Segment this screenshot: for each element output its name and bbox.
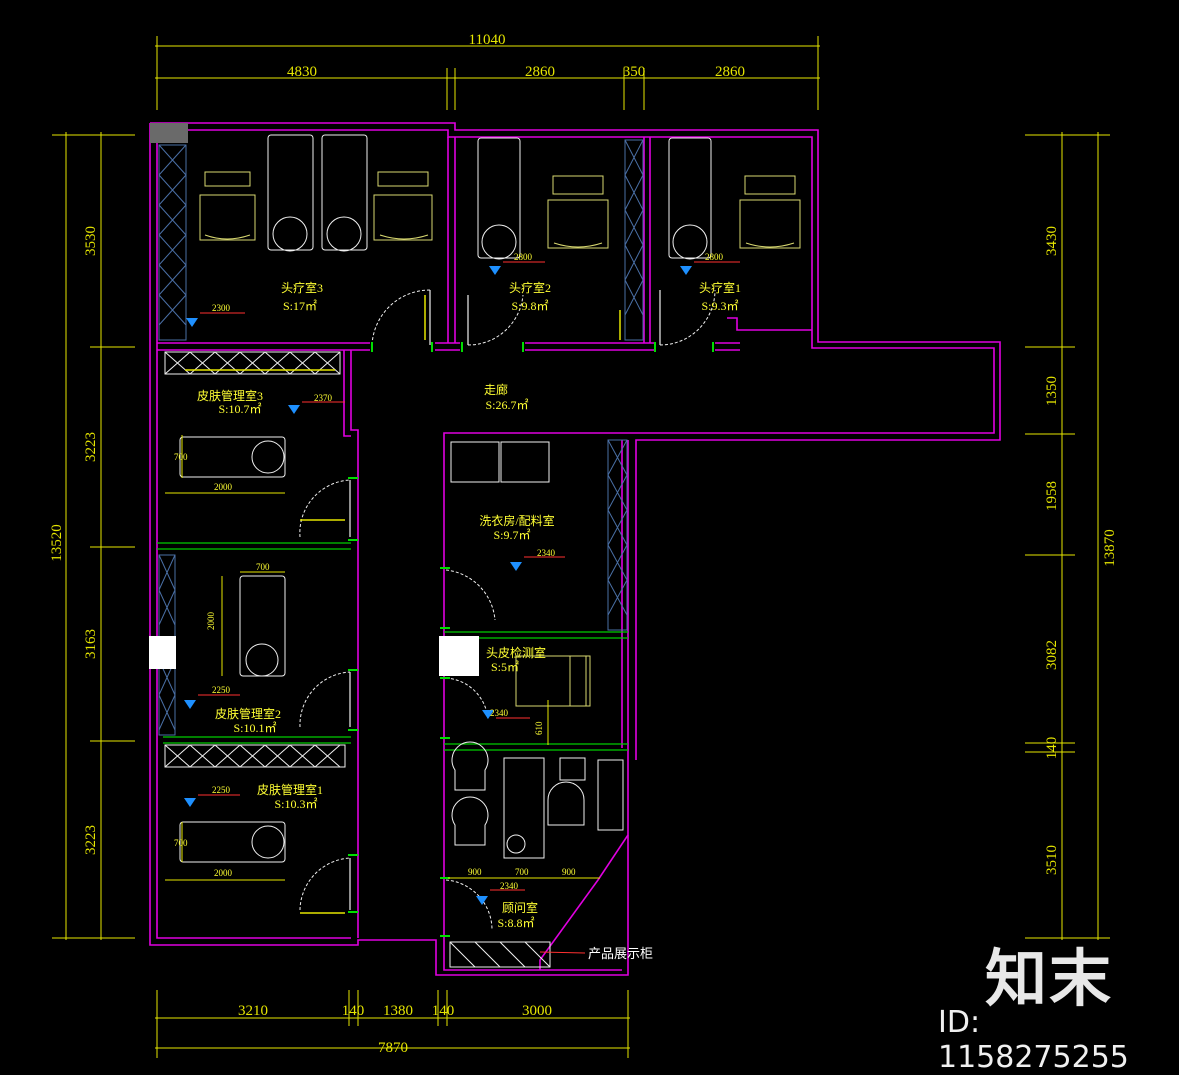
door-leaves bbox=[349, 290, 661, 910]
dim-right-seg-6: 3510 bbox=[1044, 845, 1060, 875]
watermark-logo: 知末 bbox=[985, 942, 1114, 1015]
dim-bottom-seg-3: 1380 bbox=[383, 1003, 413, 1019]
room-name-corridor: 走廊 bbox=[484, 382, 508, 397]
ceiling-markers bbox=[184, 266, 692, 905]
room-area-laundry: S:9.7㎡ bbox=[493, 528, 530, 542]
callout-display-cabinet: 产品展示柜 bbox=[588, 947, 653, 962]
dim-right-seg-5: 140 bbox=[1044, 737, 1060, 760]
green-partitions bbox=[157, 542, 628, 751]
room-area-head-3: S:17㎡ bbox=[283, 299, 317, 313]
furn-dim-2: 2000 bbox=[214, 482, 233, 492]
furn-dim-6: 2000 bbox=[214, 868, 233, 878]
room-name-skin-3: 皮肤管理室3 bbox=[197, 388, 263, 403]
room-area-head-1: S:9.3㎡ bbox=[701, 299, 738, 313]
room-name-skin-2: 皮肤管理室2 bbox=[215, 706, 281, 721]
dim-right-seg-3: 1958 bbox=[1044, 481, 1060, 511]
yellow-ledges bbox=[185, 295, 621, 914]
dim-bottom-seg-4: 140 bbox=[432, 1003, 455, 1019]
room-name-scalp-test: 头皮检测室 bbox=[486, 645, 546, 660]
skin-beds bbox=[179, 436, 286, 863]
dim-left-seg-2: 3223 bbox=[83, 432, 99, 462]
furn-dim-9: 900 bbox=[562, 867, 576, 877]
dim-top-seg-2: 2860 bbox=[525, 64, 555, 80]
room-area-corridor: S:26.7㎡ bbox=[485, 398, 528, 412]
chairs bbox=[199, 171, 801, 707]
dim-right-seg-2: 1350 bbox=[1044, 376, 1060, 406]
bottom-dimensions bbox=[155, 990, 630, 1058]
ceiling-height-5: 2340 bbox=[537, 548, 556, 558]
ceiling-marker-lines bbox=[198, 261, 740, 891]
ceiling-height-2: 2800 bbox=[514, 252, 533, 262]
ceiling-height-7: 2250 bbox=[212, 785, 231, 795]
room-area-scalp-test: S:5㎡ bbox=[491, 660, 519, 674]
column-block bbox=[150, 123, 188, 143]
room-name-head-2: 头疗室2 bbox=[509, 280, 551, 295]
ceiling-height-3: 2800 bbox=[705, 252, 724, 262]
ceiling-height-9: 2340 bbox=[500, 881, 519, 891]
room-area-skin-2: S:10.1㎡ bbox=[233, 721, 276, 735]
room-area-skin-3: S:10.7㎡ bbox=[218, 402, 261, 416]
dim-bottom-seg-5: 3000 bbox=[522, 1003, 552, 1019]
dim-top-total: 11040 bbox=[469, 32, 506, 48]
ceiling-height-6: 2250 bbox=[212, 685, 231, 695]
top-cabinet-strips bbox=[164, 351, 346, 768]
callout-leader bbox=[539, 951, 586, 954]
furn-dim-7: 900 bbox=[468, 867, 482, 877]
head-room-3-furniture bbox=[267, 134, 368, 252]
head-room-1-furniture bbox=[668, 137, 712, 260]
room-name-head-3: 头疗室3 bbox=[281, 280, 323, 295]
ceiling-height-4: 2370 bbox=[314, 393, 333, 403]
head-room-2-furniture bbox=[477, 137, 521, 260]
room-name-skin-1: 皮肤管理室1 bbox=[257, 782, 323, 797]
room-name-head-1: 头疗室1 bbox=[699, 280, 741, 295]
watermark-id: ID: 1158275255 bbox=[938, 1005, 1129, 1075]
furn-dim-4: 2000 bbox=[206, 612, 216, 631]
laundry-machines bbox=[450, 441, 550, 483]
dim-bottom-total: 7870 bbox=[378, 1040, 408, 1056]
dim-top-seg-3: 350 bbox=[623, 64, 646, 80]
dim-top-seg-4: 2860 bbox=[715, 64, 745, 80]
left-dimensions bbox=[52, 132, 135, 940]
dim-top-seg-1: 4830 bbox=[287, 64, 317, 80]
walls bbox=[149, 122, 1001, 976]
dim-left-seg-4: 3223 bbox=[83, 825, 99, 855]
furn-dim-3: 700 bbox=[256, 562, 270, 572]
dim-right-total: 13870 bbox=[1102, 529, 1118, 567]
furn-dim-8: 700 bbox=[515, 867, 529, 877]
top-dimensions bbox=[155, 36, 820, 110]
window-center bbox=[439, 636, 479, 676]
dim-left-seg-1: 3530 bbox=[83, 226, 99, 256]
dim-right-seg-4: 3082 bbox=[1044, 640, 1060, 670]
room-area-skin-1: S:10.3㎡ bbox=[274, 797, 317, 811]
furn-dim-10: 610 bbox=[534, 721, 544, 735]
dim-left-seg-3: 3163 bbox=[83, 629, 99, 659]
dim-left-total: 13520 bbox=[49, 524, 65, 562]
window-left bbox=[149, 636, 176, 669]
dim-bottom-seg-2: 140 bbox=[342, 1003, 365, 1019]
dim-right-seg-1: 3430 bbox=[1044, 226, 1060, 256]
furniture-dim-lines bbox=[165, 435, 600, 881]
ceiling-height-8: 2340 bbox=[490, 708, 509, 718]
door-jambs bbox=[348, 342, 714, 937]
room-area-head-2: S:9.8㎡ bbox=[511, 299, 548, 313]
consult-furniture bbox=[449, 741, 624, 968]
right-dimensions bbox=[1025, 132, 1110, 940]
room-name-consult: 顾问室 bbox=[502, 900, 538, 915]
furn-dim-1: 700 bbox=[174, 452, 188, 462]
dim-bottom-seg-1: 3210 bbox=[238, 1003, 268, 1019]
ceiling-height-1: 2300 bbox=[212, 303, 231, 313]
furn-dim-5: 700 bbox=[174, 838, 188, 848]
room-area-consult: S:8.8㎡ bbox=[497, 916, 534, 930]
room-name-laundry: 洗衣房/配料室 bbox=[479, 513, 554, 528]
